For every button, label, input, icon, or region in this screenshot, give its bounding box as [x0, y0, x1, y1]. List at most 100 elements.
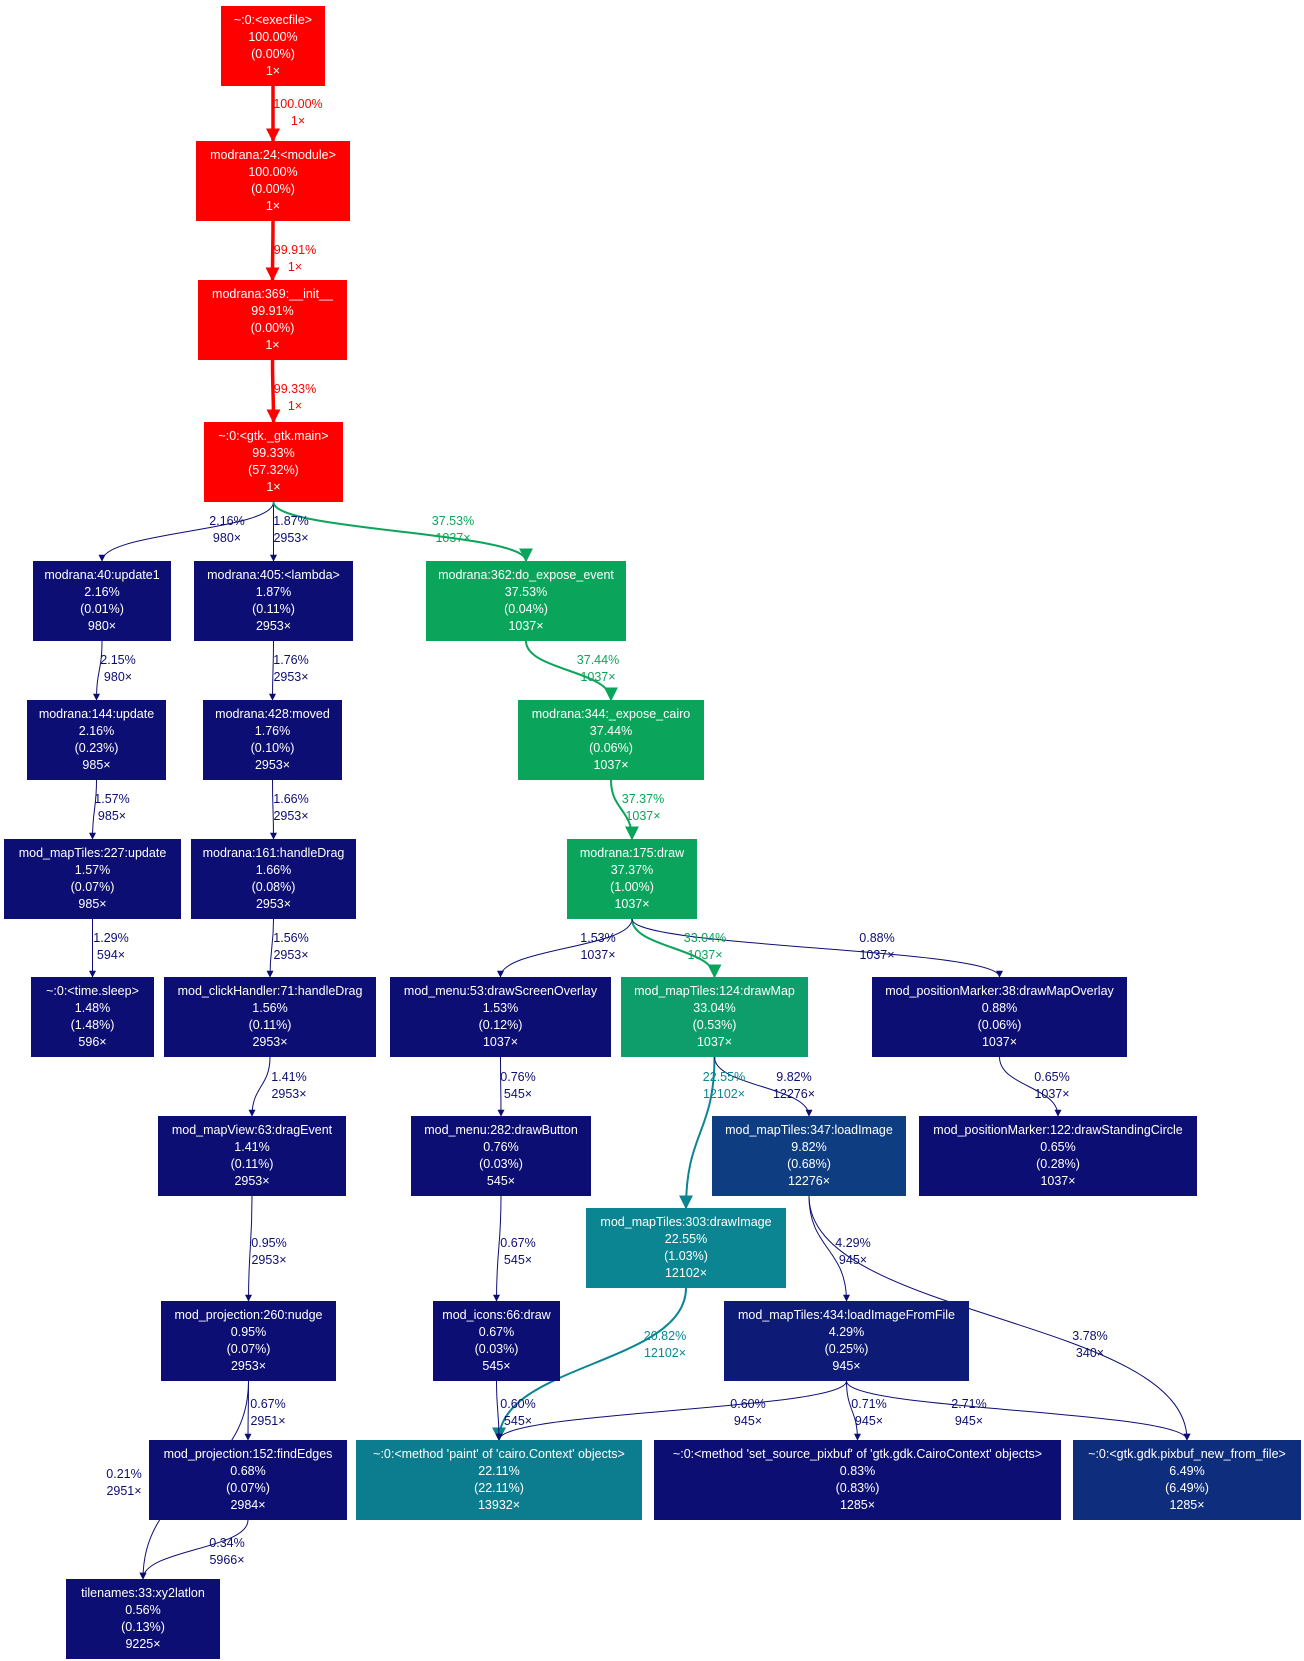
- edge-label: 4.29%945×: [835, 1235, 870, 1269]
- edge-percent: 0.60%: [500, 1397, 536, 1411]
- node-self: (0.11%): [248, 1018, 292, 1032]
- edge-gtkmain-to-update1: [98, 501, 274, 562]
- edge-label: 3.78%340×: [1072, 1328, 1107, 1362]
- edge-calls: 1×: [287, 260, 303, 274]
- node-self: (0.53%): [692, 1018, 737, 1032]
- edge-label: 37.37%1037×: [622, 791, 664, 825]
- node-self: (1.03%): [664, 1249, 708, 1263]
- edge-percent: 3.78%: [1072, 1329, 1108, 1343]
- edge-icons_draw-to-paint: [495, 1380, 503, 1441]
- node-total: 0.83%: [839, 1464, 876, 1478]
- node-sleep[interactable]: ~:0:<time.sleep>1.48%(1.48%)596×: [31, 977, 154, 1057]
- edge-label: 37.44%1037×: [577, 652, 619, 686]
- node-gtkmain[interactable]: ~:0:<gtk._gtk.main>99.33%(57.32%)1×: [204, 422, 343, 502]
- node-self: (0.11%): [230, 1157, 274, 1171]
- edge-calls: 2953×: [273, 670, 309, 684]
- node-total: 100.00%: [248, 165, 298, 179]
- edge-calls: 12102×: [643, 1346, 687, 1360]
- node-lambda[interactable]: modrana:405:<lambda>1.87%(0.11%)2953×: [194, 561, 353, 641]
- node-total: 0.95%: [230, 1325, 267, 1339]
- node-self: (6.49%): [1165, 1481, 1209, 1495]
- node-name: modrana:24:<module>: [210, 148, 336, 162]
- edge-label: 0.67%545×: [500, 1235, 535, 1269]
- node-paint[interactable]: ~:0:<method 'paint' of 'cairo.Context' o…: [356, 1440, 642, 1520]
- node-self: (0.03%): [479, 1157, 523, 1171]
- node-calls: 1×: [266, 480, 281, 494]
- edge-calls: 2951×: [106, 1484, 142, 1498]
- edge-label: 20.82%12102×: [644, 1328, 686, 1362]
- node-self: (0.03%): [474, 1342, 519, 1356]
- edge-calls: 985×: [97, 809, 127, 823]
- edge-gtkmain-to-expose_event: [272, 501, 533, 563]
- node-execfile[interactable]: ~:0:<execfile>100.00%(0.00%)1×: [221, 6, 325, 86]
- node-calls: 1×: [265, 199, 281, 213]
- node-name: mod_mapTiles:347:loadImage: [725, 1123, 893, 1137]
- edge-label: 0.76%545×: [500, 1069, 535, 1103]
- node-self: (1.48%): [70, 1018, 115, 1032]
- edge-percent: 2.71%: [951, 1397, 987, 1411]
- edge-label: 0.21%2951×: [106, 1466, 141, 1500]
- edge-percent: 37.53%: [431, 514, 475, 528]
- edge-loadImage-to-pixbuf_new: [808, 1195, 1191, 1441]
- edge-label: 0.60%945×: [730, 1396, 765, 1430]
- node-calls: 1037×: [696, 1035, 733, 1049]
- node-calls: 596×: [78, 1035, 107, 1049]
- edge-label: 0.34%5966×: [209, 1535, 244, 1569]
- node-self: (0.01%): [80, 602, 124, 616]
- edge-label: 1.57%985×: [94, 791, 129, 825]
- node-calls: 1037×: [1040, 1174, 1076, 1188]
- node-calls: 545×: [486, 1174, 516, 1188]
- edge-draw-to-drawMapOverlay: [631, 918, 1003, 978]
- node-set_source_pixbuf[interactable]: ~:0:<method 'set_source_pixbuf' of 'gtk.…: [654, 1440, 1061, 1520]
- edge-percent: 0.95%: [251, 1236, 287, 1250]
- node-module[interactable]: modrana:24:<module> 100.00% (0.00%) 1×: [196, 141, 350, 221]
- node-name: ~:0:<method 'set_source_pixbuf' of 'gtk.…: [672, 1447, 1043, 1461]
- node-name: mod_positionMarker:122:drawStandingCircl…: [933, 1123, 1183, 1137]
- node-pixbuf_new[interactable]: ~:0:<gtk.gdk.pixbuf_new_from_file>6.49%(…: [1073, 1440, 1301, 1520]
- node-name: mod_menu:282:drawButton: [424, 1123, 578, 1137]
- edge-calls: 945×: [838, 1253, 868, 1267]
- edge-calls: 1037×: [687, 948, 723, 962]
- edge-percent: 0.60%: [730, 1397, 766, 1411]
- edge-label: 2.16%980×: [209, 513, 244, 547]
- edge-calls: 2953×: [273, 809, 309, 823]
- edge-label: 1.56%2953×: [273, 930, 308, 964]
- node-init[interactable]: modrana:369:__init__99.91%(0.00%)1×: [198, 280, 347, 360]
- edge-lambda-to-moved: [269, 640, 277, 701]
- edge-percent: 1.53%: [580, 931, 616, 945]
- edge-calls: 980×: [103, 670, 133, 684]
- node-total: 4.29%: [828, 1325, 865, 1339]
- node-drawStandingCircle[interactable]: mod_positionMarker:122:drawStandingCircl…: [919, 1116, 1197, 1196]
- node-total: 1.66%: [255, 863, 292, 877]
- node-calls: 1037×: [482, 1035, 519, 1049]
- node-self: (0.00%): [251, 182, 295, 196]
- edge-percent: 100.00%: [273, 97, 323, 111]
- node-total: 37.44%: [589, 724, 633, 738]
- edge-loadImage-to-loadImageFromFile: [808, 1195, 850, 1302]
- edge-label: 33.04%1037×: [684, 930, 726, 964]
- node-calls: 2953×: [255, 619, 292, 633]
- edge-label: 0.71%945×: [851, 1396, 886, 1430]
